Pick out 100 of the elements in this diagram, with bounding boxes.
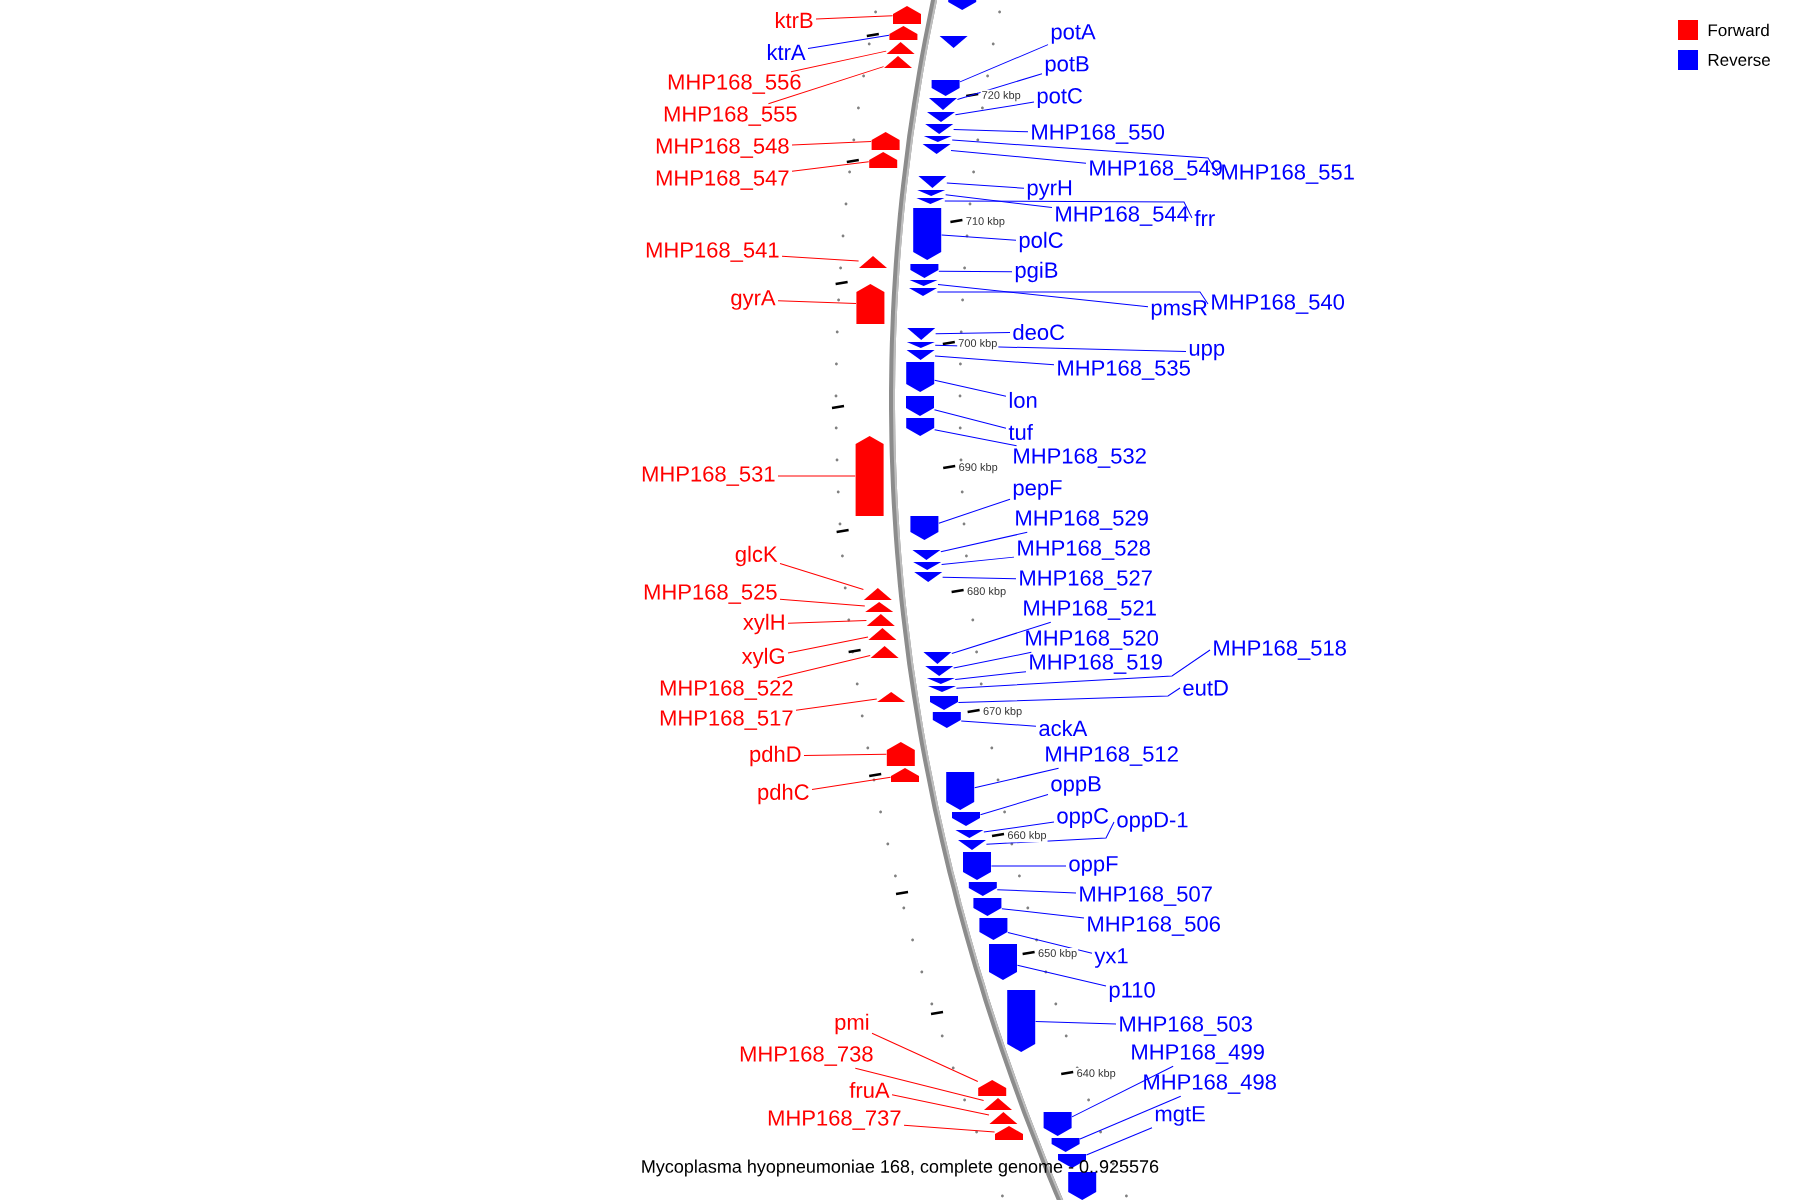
leader-line: [990, 865, 1067, 867]
gene-block: [909, 288, 937, 296]
leader-line: [1071, 1065, 1174, 1118]
gene-block: [952, 812, 980, 826]
gene-label: MHP168_531: [642, 466, 775, 486]
gene-label: MHP168_522: [660, 680, 793, 700]
gene-block: [856, 284, 885, 324]
gene-block: [912, 550, 941, 560]
gene-label: MHP168_737: [768, 1110, 901, 1130]
gene-block: [906, 396, 934, 416]
gene-label: gyrA: [731, 290, 776, 310]
gene-block: [958, 840, 986, 850]
leader-line: [953, 651, 1032, 669]
gene-block: [855, 436, 884, 516]
leader-line: [791, 141, 872, 146]
gene-block: [955, 830, 984, 838]
gene-label: MHP168_527: [1020, 570, 1152, 590]
gene-block: [909, 280, 938, 286]
gene-block: [863, 588, 892, 600]
leader-line: [779, 598, 866, 607]
gene-block: [877, 692, 906, 702]
leader-line: [946, 182, 1025, 189]
leader-line: [937, 284, 1149, 308]
gene-label: MHP168_540: [1212, 294, 1345, 314]
gene-label: MHP168_551: [1222, 164, 1354, 184]
leader-line: [935, 332, 1011, 335]
gene-label: pgiB: [1015, 261, 1058, 283]
gene-label: oppB: [1051, 776, 1101, 796]
gene-label: xylH: [743, 613, 784, 635]
gene-label: oppC: [1057, 808, 1109, 828]
gene-label: MHP168_532: [1014, 448, 1146, 468]
gene-block: [893, 6, 921, 24]
gene-block: [979, 918, 1008, 940]
gene-label: ktrB: [775, 11, 813, 29]
gene-label: MHP168_535: [1058, 360, 1190, 380]
leader-line: [957, 687, 1181, 704]
leader-line: [815, 15, 894, 20]
gene-block: [932, 712, 961, 728]
gene-label: pmi: [835, 1013, 869, 1035]
leader-line: [985, 821, 1115, 845]
gene-label: MHP168_550: [1032, 124, 1165, 144]
gene-block: [914, 572, 943, 582]
gene-label: MHP168_529: [1016, 510, 1148, 530]
gene-label: MHP168_541: [646, 242, 779, 262]
leader-line: [956, 73, 1043, 101]
leader-line: [777, 300, 857, 304]
gene-label: MHP168_518: [1214, 640, 1346, 660]
gene-block: [865, 602, 894, 612]
gene-block: [886, 42, 915, 54]
legend-label: Forward: [1708, 23, 1769, 37]
leader-line: [940, 531, 1028, 553]
leader-line: [811, 776, 892, 791]
gene-label: pepF: [1013, 480, 1062, 500]
gene-block: [995, 1126, 1023, 1140]
leader-line: [983, 821, 1055, 833]
leader-line: [934, 344, 1187, 352]
leader-line: [776, 654, 871, 679]
gene-block: [918, 176, 947, 188]
leader-line: [960, 720, 1037, 727]
gene-block: [917, 190, 946, 196]
gene-label: oppF: [1069, 856, 1118, 876]
leader-line: [959, 44, 1049, 83]
gene-label: potA: [1051, 24, 1096, 44]
leader-line: [787, 620, 867, 624]
gene-label: pdhC: [758, 783, 809, 805]
gene-label: fruA: [849, 1081, 890, 1099]
gene-label: MHP168_520: [1026, 630, 1159, 650]
leader-line: [954, 101, 1035, 116]
legend-label: Reverse: [1708, 54, 1770, 66]
gene-block: [889, 26, 918, 40]
gene-label: MHP168_512: [1046, 746, 1178, 766]
leader-line: [790, 50, 887, 73]
leader-line: [941, 556, 1015, 566]
gene-label: MHP168_517: [660, 710, 793, 730]
gene-label: MHP168_738: [740, 1046, 873, 1066]
gene-label: MHP168_528: [1018, 540, 1150, 560]
gene-block: [922, 144, 951, 154]
gene-label: ackA: [1039, 719, 1088, 737]
gene-label: MHP168_525: [644, 584, 777, 604]
leader-line: [954, 671, 1027, 680]
gene-label: frr: [1194, 210, 1215, 226]
leader-line: [781, 255, 860, 262]
leader-line: [955, 649, 1211, 689]
gene-label: pmsR: [1151, 300, 1207, 320]
gene-block: [868, 628, 897, 640]
gene-block: [929, 98, 957, 110]
gene-label: pdhD: [750, 745, 801, 767]
gene-block: [910, 516, 939, 540]
gene-label: MHP168_519: [1030, 654, 1162, 674]
gene-label: MHP168_555: [664, 106, 797, 126]
gene-block: [930, 696, 958, 710]
gene-label: MHP168_544: [1056, 206, 1189, 226]
gene-block: [928, 686, 956, 692]
gene-block: [948, 0, 977, 10]
leader-line: [938, 498, 1011, 524]
leader-line: [1001, 908, 1085, 919]
gene-block: [923, 652, 952, 664]
leader-line: [777, 475, 856, 477]
leader-line: [941, 234, 1017, 241]
gene-block: [989, 1112, 1018, 1124]
